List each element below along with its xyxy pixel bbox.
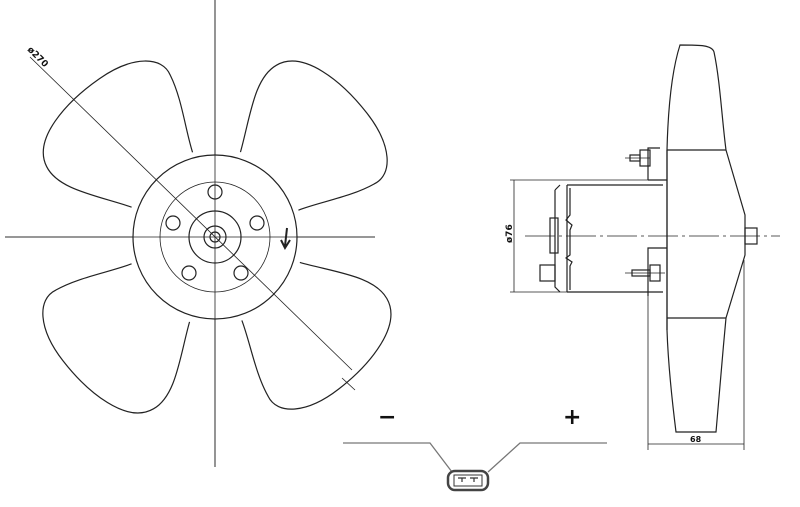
motor-terminal <box>539 264 556 282</box>
motor-diameter-label: ø76 <box>505 224 515 243</box>
blade-profile <box>666 44 746 433</box>
bracket-bottom <box>647 247 667 296</box>
positive-terminal-label: + <box>563 405 581 430</box>
mount-hole <box>249 215 265 231</box>
connector-diagram: − + <box>343 405 607 492</box>
rotation-arrow-icon <box>280 227 291 251</box>
depth-label: 68 <box>690 435 702 444</box>
bracket-top <box>647 147 667 181</box>
motor-end-cap <box>554 184 561 293</box>
motor-end-cap-edge <box>564 188 573 290</box>
mount-hole <box>165 215 181 231</box>
side-view: ø76 68 <box>505 44 780 450</box>
fan-blade <box>239 60 388 211</box>
positive-wire <box>487 442 607 473</box>
negative-terminal-label: − <box>378 405 396 430</box>
mount-hole <box>233 265 249 281</box>
fan-diameter-label: ø270 <box>25 45 50 70</box>
diameter-dimension-line <box>341 377 356 391</box>
fan-blade <box>42 263 191 414</box>
front-view: ø270 <box>5 0 392 467</box>
mount-hole <box>181 265 197 281</box>
fan-blade <box>42 60 194 208</box>
diameter-dimension-line <box>29 56 353 371</box>
negative-wire <box>343 442 453 473</box>
motor-brush-cap <box>549 217 559 254</box>
connector-plug <box>446 469 490 492</box>
connector-pins <box>458 477 478 482</box>
connector-housing <box>453 474 483 487</box>
hub-body <box>667 149 726 319</box>
